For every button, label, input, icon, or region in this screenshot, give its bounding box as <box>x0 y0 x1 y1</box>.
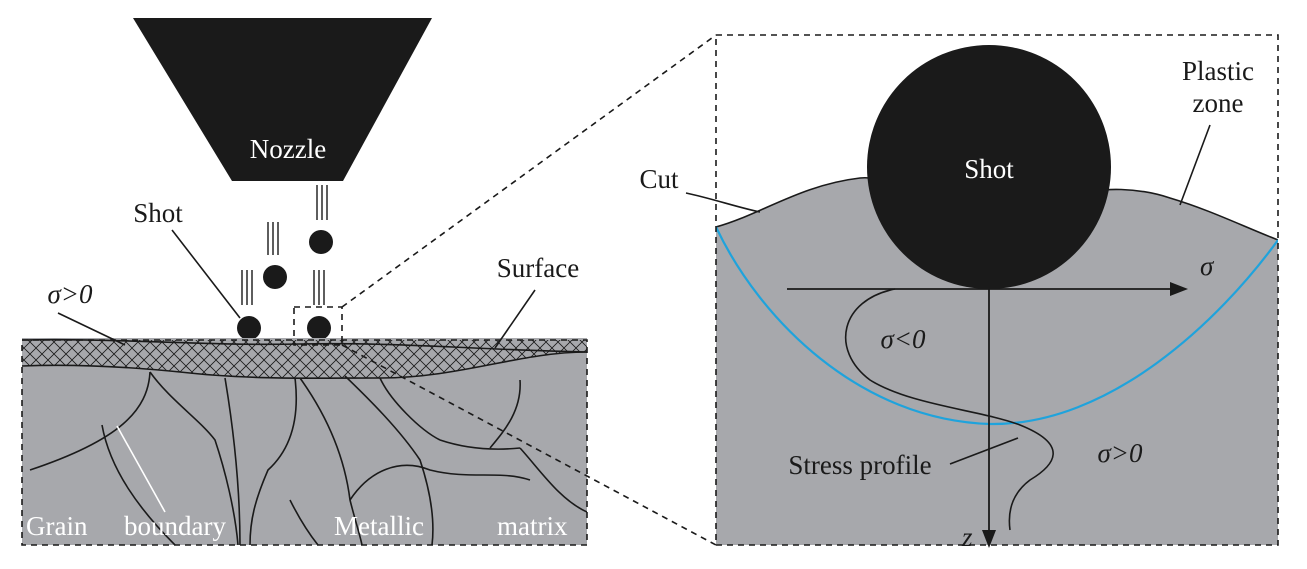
shot-leader <box>171 229 241 319</box>
zoom-connector-bottom <box>341 344 717 546</box>
left-panel: Nozzle <box>21 18 588 546</box>
zone-label: zone <box>1193 88 1244 118</box>
z-axis-arrow <box>982 530 996 548</box>
grain-boundary-leader <box>116 425 166 513</box>
surface-line <box>21 338 588 353</box>
cut-label: Cut <box>639 164 679 194</box>
surface-label: Surface <box>497 253 579 283</box>
right-panel: Shot σ z σ<0 σ>0 Stress profile Cut Plas… <box>639 34 1279 552</box>
zoom-box <box>293 306 343 346</box>
block-outline <box>21 339 588 546</box>
cut-leader <box>685 192 761 213</box>
shot-ball-large <box>867 45 1111 289</box>
zoom-connector-top <box>341 34 717 308</box>
shot-label-left: Shot <box>133 198 183 228</box>
stress-profile-leader <box>949 437 1019 465</box>
stress-profile-curve <box>844 288 1054 531</box>
sigma-positive-leader <box>57 312 126 346</box>
sigma-negative-label: σ<0 <box>880 324 926 354</box>
plastic-zone-boundary <box>716 226 1278 426</box>
matrix-label: matrix <box>497 511 568 541</box>
grain-label: Grain <box>26 511 88 541</box>
sigma-axis-arrow <box>1170 282 1188 296</box>
sigma-positive-left: σ>0 <box>47 279 93 309</box>
shot-ball <box>237 316 261 340</box>
plastic-label: Plastic <box>1182 56 1254 86</box>
shot-ball <box>263 265 287 289</box>
shot-label-right: Shot <box>964 154 1014 184</box>
boundary-label: boundary <box>124 511 226 541</box>
z-axis-label: z <box>961 522 973 552</box>
cut-material <box>716 177 1278 545</box>
plastic-zone-leader <box>1179 124 1211 206</box>
nozzle-label: Nozzle <box>250 134 326 164</box>
shot-ball <box>307 316 331 340</box>
metallic-label: Metallic <box>334 511 424 541</box>
hatched-layer <box>22 340 587 379</box>
stress-profile-label: Stress profile <box>788 450 931 480</box>
grain-boundaries <box>29 371 587 545</box>
layer-boundary <box>22 351 587 380</box>
sigma-axis-label: σ <box>1200 251 1215 281</box>
metal-block <box>22 338 587 545</box>
falling-shots <box>237 185 333 340</box>
nozzle-shape <box>133 18 432 181</box>
shot-ball <box>309 230 333 254</box>
surface-leader <box>494 289 536 349</box>
zoom-panel-outline <box>715 34 1279 546</box>
sigma-positive-right: σ>0 <box>1097 438 1143 468</box>
